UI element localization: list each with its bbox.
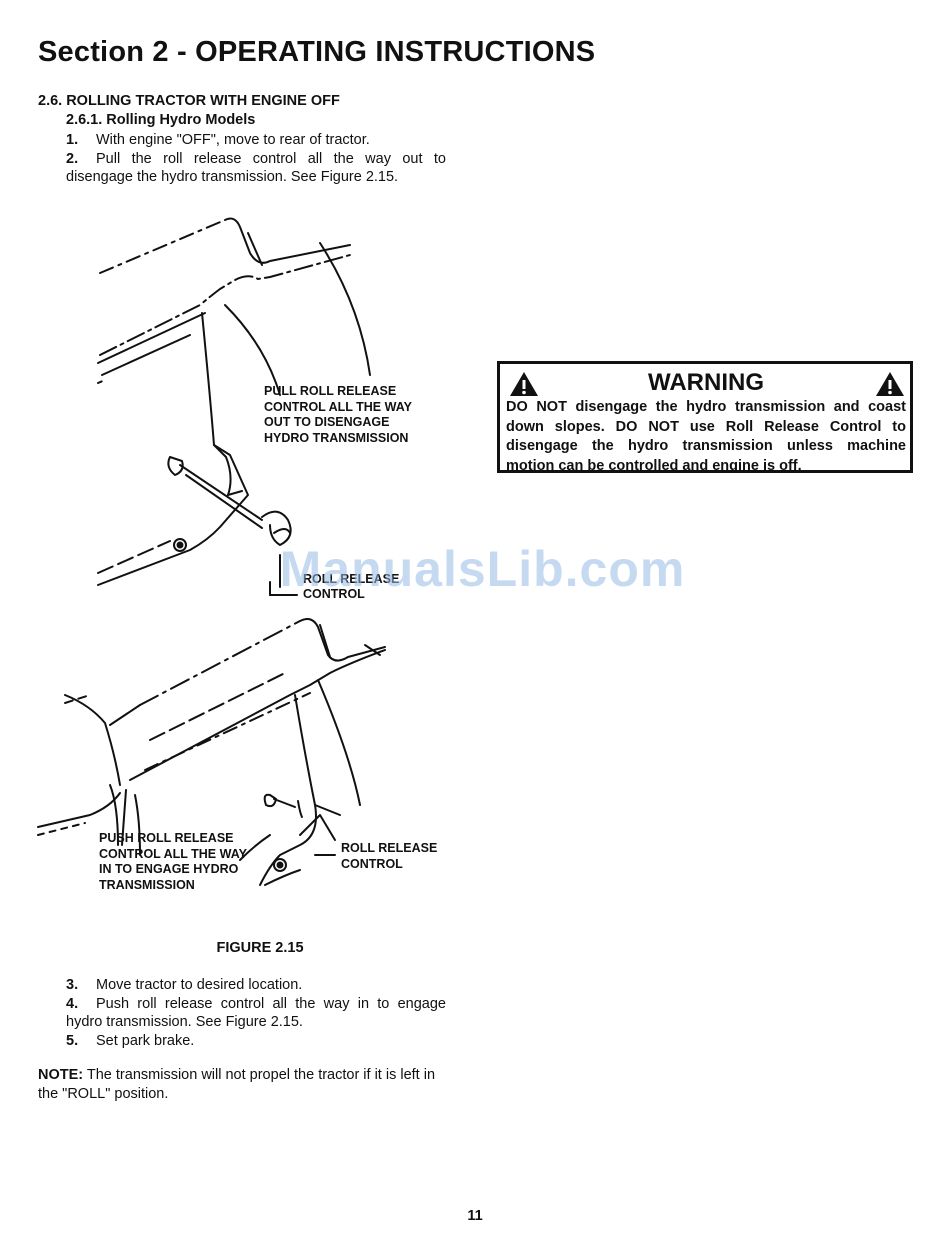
steps-after-figure: 3.Move tractor to desired location. 4.Pu… bbox=[66, 976, 446, 1050]
top-tractor-drawing bbox=[97, 217, 371, 596]
page-number: 11 bbox=[467, 1208, 483, 1224]
subsubsection-heading: 2.6.1. Rolling Hydro Models bbox=[66, 112, 256, 128]
watermark: ManualsLib.com bbox=[279, 541, 686, 597]
note-text: The transmission will not propel the tra… bbox=[38, 1067, 436, 1102]
steps-before-figure: 1.With engine "OFF", move to rear of tra… bbox=[66, 131, 446, 187]
note-paragraph: NOTE: The transmission will not propel t… bbox=[38, 1066, 448, 1103]
warning-triangle-icon bbox=[510, 372, 538, 396]
bottom-control-label-1: ROLL RELEASE bbox=[341, 841, 437, 855]
note-label: NOTE: bbox=[38, 1067, 84, 1083]
top-callout-line-4: HYDRO TRANSMISSION bbox=[264, 431, 408, 445]
top-control-label-2: CONTROL bbox=[303, 587, 365, 601]
figure-caption: FIGURE 2.15 bbox=[216, 940, 304, 956]
top-control-label-1: ROLL RELEASE bbox=[303, 572, 399, 586]
warning-title: WARNING bbox=[648, 369, 764, 396]
bottom-tractor-drawing bbox=[37, 618, 386, 886]
bottom-callout-line-4: TRANSMISSION bbox=[99, 878, 195, 892]
step-5: 5.Set park brake. bbox=[66, 1032, 195, 1049]
section-title: Section 2 - OPERATING INSTRUCTIONS bbox=[38, 36, 596, 68]
figure-2-15-illustration: PULL ROLL RELEASE CONTROL ALL THE WAY OU… bbox=[30, 195, 460, 925]
bottom-callout-line-1: PUSH ROLL RELEASE bbox=[99, 831, 234, 845]
step-3: 3.Move tractor to desired location. bbox=[66, 977, 303, 993]
bottom-callout-line-3: IN TO ENGAGE HYDRO bbox=[99, 862, 239, 876]
bottom-callout-line-2: CONTROL ALL THE WAY bbox=[99, 847, 248, 861]
top-callout-line-2: CONTROL ALL THE WAY bbox=[264, 400, 413, 414]
step-4: 4.Push roll release control all the way … bbox=[66, 995, 446, 1031]
warning-triangle-icon bbox=[876, 372, 904, 396]
top-callout-line-3: OUT TO DISENGAGE bbox=[264, 415, 389, 429]
subsection-heading: 2.6. ROLLING TRACTOR WITH ENGINE OFF bbox=[38, 93, 340, 109]
step-2: 2.Pull the roll release control all the … bbox=[66, 150, 446, 186]
warning-text: DO NOT disengage the hydro transmission … bbox=[506, 399, 906, 474]
bottom-control-label-2: CONTROL bbox=[341, 857, 403, 871]
warning-box: WARNING DO NOT disengage the hydro trans… bbox=[497, 361, 913, 474]
warning-header: WARNING bbox=[506, 366, 906, 398]
top-callout-line-1: PULL ROLL RELEASE bbox=[264, 384, 396, 398]
step-1: 1.With engine "OFF", move to rear of tra… bbox=[66, 132, 370, 148]
